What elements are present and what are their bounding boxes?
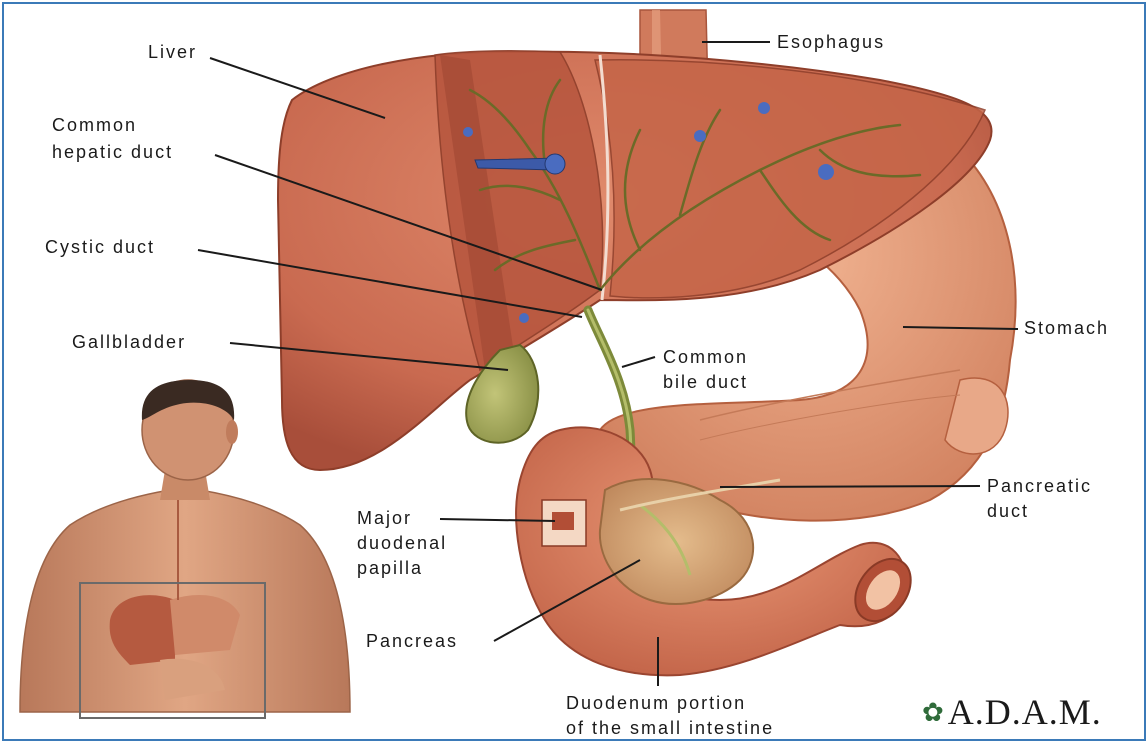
- label-esophagus: Esophagus: [777, 31, 885, 54]
- label-major-papilla-line2: duodenal: [357, 532, 447, 555]
- label-major-papilla-line3: papilla: [357, 557, 423, 580]
- label-cystic-duct: Cystic duct: [45, 236, 155, 259]
- leader-common-bile-duct: [622, 357, 655, 367]
- label-pancreatic-duct-line2: duct: [987, 500, 1029, 523]
- label-common-bile-duct-line2: bile duct: [663, 371, 748, 394]
- label-major-papilla-line1: Major: [357, 507, 412, 530]
- adam-logo-text: A.D.A.M.: [948, 694, 1102, 730]
- label-common-hepatic-duct-line1: Common: [52, 114, 137, 137]
- label-pancreatic-duct-line1: Pancreatic: [987, 475, 1092, 498]
- label-liver: Liver: [148, 41, 197, 64]
- label-duodenum-line2: of the small intestine: [566, 717, 774, 740]
- label-pancreas: Pancreas: [366, 630, 458, 653]
- label-stomach: Stomach: [1024, 317, 1109, 340]
- adam-logo: ✿ A.D.A.M.: [922, 692, 1102, 732]
- leader-pancreatic-duct: [720, 486, 980, 487]
- label-common-bile-duct-line1: Common: [663, 346, 748, 369]
- label-common-hepatic-duct-line2: hepatic duct: [52, 141, 173, 164]
- label-duodenum-line1: Duodenum portion: [566, 692, 746, 715]
- label-gallbladder: Gallbladder: [72, 331, 186, 354]
- adam-leaf-icon: ✿: [922, 699, 944, 725]
